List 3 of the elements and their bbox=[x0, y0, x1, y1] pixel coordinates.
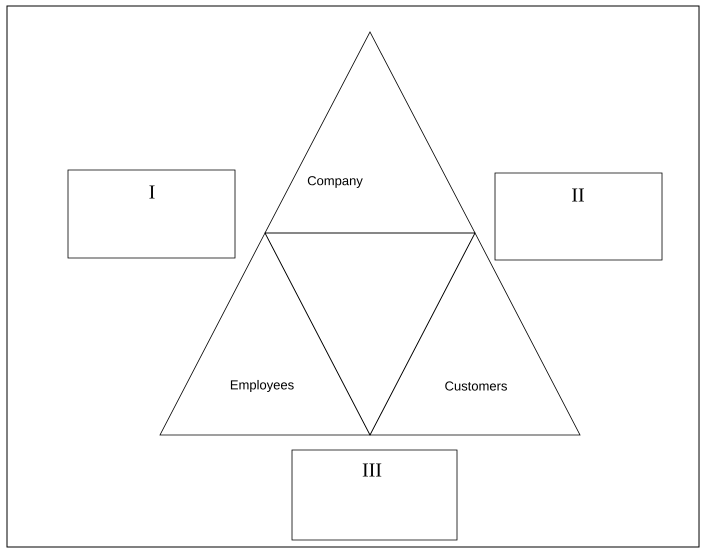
label-box: II bbox=[494, 172, 662, 260]
label-box: III bbox=[292, 450, 458, 540]
label-box: I bbox=[68, 170, 236, 258]
